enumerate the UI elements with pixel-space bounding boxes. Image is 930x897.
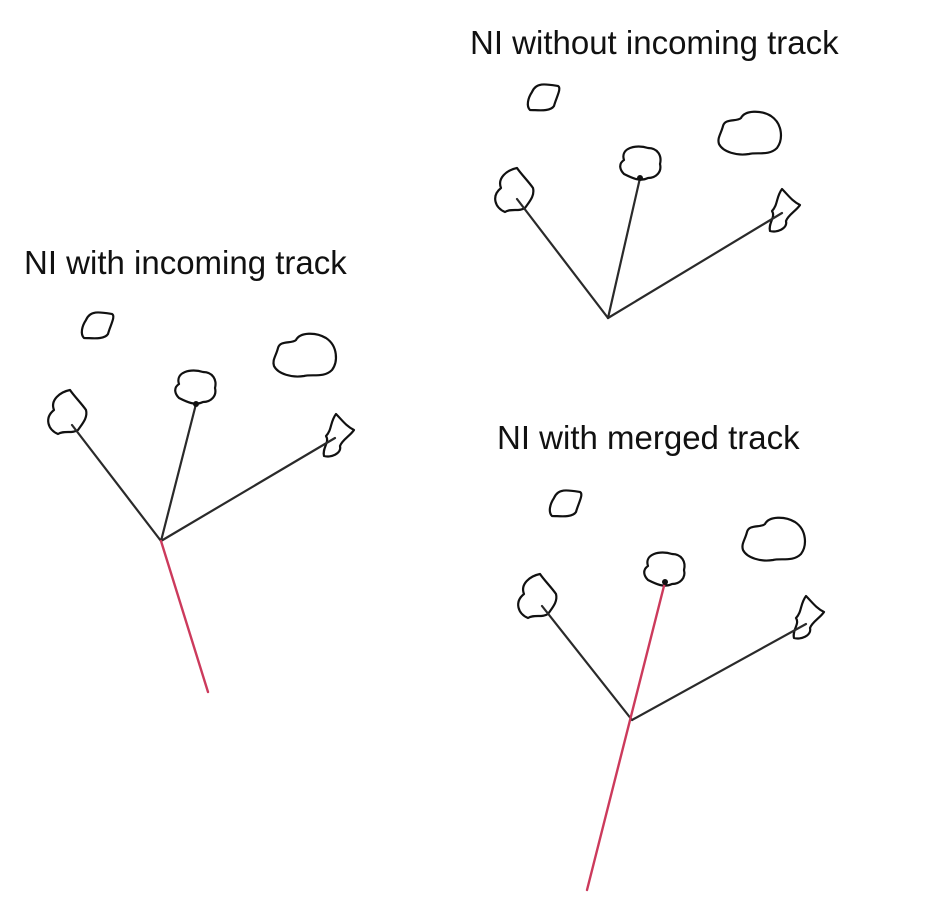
panel-with-incoming [47, 311, 356, 694]
merged-track [585, 580, 667, 892]
daughter-track [515, 197, 610, 320]
daughter-track [159, 436, 337, 543]
nucleus-blob [272, 332, 338, 378]
track-endpoint [662, 579, 668, 585]
panel-title-without-incoming: NI without incoming track [470, 24, 839, 61]
nucleus-blob [548, 489, 583, 518]
daughter-track [540, 604, 634, 722]
nucleus-blob [174, 369, 217, 405]
nucleus-blob [322, 412, 356, 458]
panel-title-with-merged: NI with merged track [497, 419, 800, 456]
daughter-track [159, 402, 198, 543]
nucleus-blob [47, 388, 88, 436]
nucleus-blob [741, 516, 807, 562]
panel-title-with-incoming: NI with incoming track [24, 244, 347, 281]
nucleus-blob [717, 110, 783, 156]
nucleus-blob [792, 594, 826, 640]
track-endpoint [637, 175, 643, 181]
panel-with-merged [517, 489, 826, 892]
daughter-track [70, 423, 163, 543]
daughter-track [630, 622, 808, 722]
nucleus-blob [517, 572, 558, 620]
nucleus-blob [768, 187, 802, 233]
track-endpoint [193, 401, 199, 407]
nucleus-blob [80, 311, 115, 340]
daughter-track [606, 211, 784, 320]
nucleus-blob [526, 83, 561, 112]
incoming-track [159, 539, 210, 694]
nucleus-blob [619, 145, 662, 181]
daughter-track [606, 176, 642, 320]
nucleus-blob [494, 166, 535, 214]
panel-without-incoming [494, 83, 802, 320]
